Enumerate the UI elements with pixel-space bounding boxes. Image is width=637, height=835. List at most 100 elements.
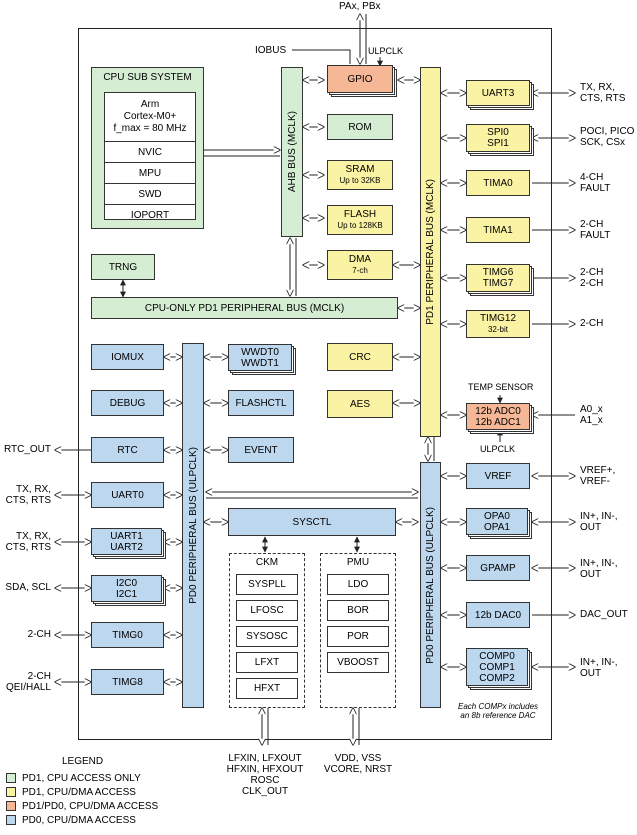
- cpu-only-bus: CPU-ONLY PD1 PERIPHERAL BUS (MCLK): [91, 297, 398, 319]
- iomux-label: IOMUX: [111, 351, 144, 363]
- ext-comp: IN+, IN-,OUT: [580, 657, 618, 679]
- temp-sensor-label: TEMP SENSOR: [468, 382, 534, 392]
- rtc-block: RTC: [91, 437, 164, 463]
- flash-size: Up to 128KB: [337, 221, 383, 230]
- spi0-label: SPI0: [487, 127, 509, 138]
- ext-comp-l1: IN+, IN-,: [580, 657, 618, 668]
- pmu-item-vboost: VBOOST: [327, 652, 389, 673]
- ext-pmu-l2: VCORE, NRST: [323, 764, 393, 775]
- ulpclk-label: ULPCLK: [368, 46, 404, 56]
- gpio-label: GPIO: [347, 73, 373, 85]
- pmu-label: PMU: [346, 557, 370, 568]
- ext-uart3-l1: TX, RX,: [580, 82, 616, 93]
- ext-uart12-l2: CTS, RTS: [5, 542, 51, 553]
- uart2-label: UART2: [110, 541, 143, 553]
- ext-vref-l2: VREF-: [580, 476, 610, 487]
- timg7-label: TIMG7: [482, 278, 514, 289]
- pmu-group: [320, 553, 396, 708]
- cpu-core-box: Arm Cortex-M0+ f_max = 80 MHz NVIC MPU S…: [104, 92, 196, 221]
- legend-item-2: PD1, CPU/DMA ACCESS: [22, 787, 136, 798]
- cpu-subsystem-title: CPU SUB SYSTEM: [103, 72, 192, 83]
- gpamp-label: GPAMP: [480, 562, 516, 574]
- ext-ckm-l4: CLK_OUT: [241, 786, 289, 797]
- adc-block: 12b ADC0 12b ADC1: [466, 403, 530, 430]
- ext-gpamp-l1: IN+, IN-,: [580, 558, 618, 569]
- ext-timg8-l2: QEI/HALL: [5, 682, 51, 693]
- cpu-only-bus-label: CPU-ONLY PD1 PERIPHERAL BUS (MCLK): [144, 302, 345, 314]
- ext-gpamp: IN+, IN-,OUT: [580, 558, 618, 580]
- ext-uart12: TX, RX,CTS, RTS: [0, 531, 51, 553]
- pmu-item-por: POR: [327, 626, 389, 647]
- top-pins-label: PAx, PBx: [339, 1, 381, 12]
- timg8-label: TIMG8: [112, 676, 143, 688]
- uart3-label: UART3: [481, 87, 515, 99]
- cpu-row-ioport: IOPORT: [105, 204, 195, 225]
- sram-label: SRAM: [345, 164, 375, 175]
- ext-dac: DAC_OUT: [580, 609, 628, 620]
- ext-pmu-l1: VDD, VSS: [334, 753, 382, 764]
- dac-block: 12b DAC0: [466, 602, 530, 628]
- opa-block: OPA0 OPA1: [466, 508, 528, 535]
- cpu-row-nvic: NVIC: [105, 141, 195, 162]
- ulpclk-adc-label: ULPCLK: [480, 444, 516, 454]
- pd0-right-bus-label: PD0 PERIPHERAL BUS (ULPCLK): [425, 506, 436, 664]
- event-label: EVENT: [244, 444, 278, 456]
- crc-label: CRC: [349, 351, 371, 363]
- opa1-label: OPA1: [484, 521, 510, 533]
- comp0-label: COMP0: [479, 650, 515, 662]
- i2c0-label: I2C0: [115, 577, 138, 589]
- ckm-group: [229, 553, 305, 708]
- cpu-row-swd: SWD: [105, 183, 195, 204]
- sysosc-label: SYSOSC: [246, 631, 288, 642]
- dma-label: DMA: [348, 254, 372, 265]
- ext-tima1-l1: 2-CH: [580, 219, 604, 230]
- comp-note: Each COMPx includes an 8b reference DAC: [448, 702, 548, 720]
- legend-swatch-pd1-cpu-only: [6, 773, 16, 783]
- legend-swatch-pd1-pd0: [6, 801, 16, 811]
- tima1-block: TIMA1: [466, 217, 530, 243]
- ext-timg12: 2-CH: [580, 318, 604, 329]
- ldo-label: LDO: [347, 579, 369, 590]
- debug-label: DEBUG: [109, 397, 146, 409]
- flashctl-block: FLASHCTL: [228, 390, 294, 416]
- iobus-label: IOBUS: [253, 45, 289, 56]
- ext-spi-l2: SCK, CSx: [580, 137, 626, 148]
- lfxt-label: LFXT: [254, 657, 280, 668]
- pd0-left-bus-label: PD0 PERIPHERAL BUS (ULPCLK): [187, 447, 199, 604]
- syspll-label: SYSPLL: [248, 579, 286, 590]
- rom-label: ROM: [348, 121, 372, 133]
- flash-block: FLASH Up to 128KB: [327, 205, 393, 235]
- ext-uart3: TX, RX,CTS, RTS: [580, 82, 625, 104]
- bor-label: BOR: [347, 605, 369, 616]
- legend-item-3: PD1/PD0, CPU/DMA ACCESS: [22, 801, 159, 812]
- ext-rtc: RTC_OUT: [3, 444, 51, 455]
- comp1-label: COMP1: [479, 661, 515, 673]
- trng-block: TRNG: [91, 254, 155, 280]
- ckm-item-lfxt: LFXT: [236, 652, 298, 673]
- ext-timg67-l1: 2-CH: [580, 267, 604, 278]
- ext-timg67-l2: 2-CH: [580, 278, 604, 289]
- opa0-label: OPA0: [484, 510, 510, 522]
- ckm-label: CKM: [255, 557, 279, 568]
- pd1-bus: PD1 PERIPHERAL BUS (MCLK): [420, 67, 441, 437]
- uart3-block: UART3: [466, 80, 530, 106]
- pmu-item-bor: BOR: [327, 600, 389, 621]
- rtc-label: RTC: [117, 444, 138, 456]
- flashctl-label: FLASHCTL: [235, 397, 287, 409]
- ckm-item-syspll: SYSPLL: [236, 574, 298, 595]
- vref-block: VREF: [466, 463, 530, 489]
- timg8-block: TIMG8: [91, 669, 164, 695]
- ext-ckm-l1: LFXIN, LFXOUT: [228, 753, 302, 764]
- ext-gpamp-l2: OUT: [580, 569, 602, 580]
- uart1-label: UART1: [110, 530, 143, 542]
- ahb-bus: AHB BUS (MCLK): [281, 67, 303, 237]
- hfxt-label: HFXT: [253, 683, 281, 694]
- timg67-block: TIMG6 TIMG7: [466, 264, 530, 292]
- flash-label: FLASH: [343, 209, 377, 220]
- tima1-label: TIMA1: [483, 224, 513, 236]
